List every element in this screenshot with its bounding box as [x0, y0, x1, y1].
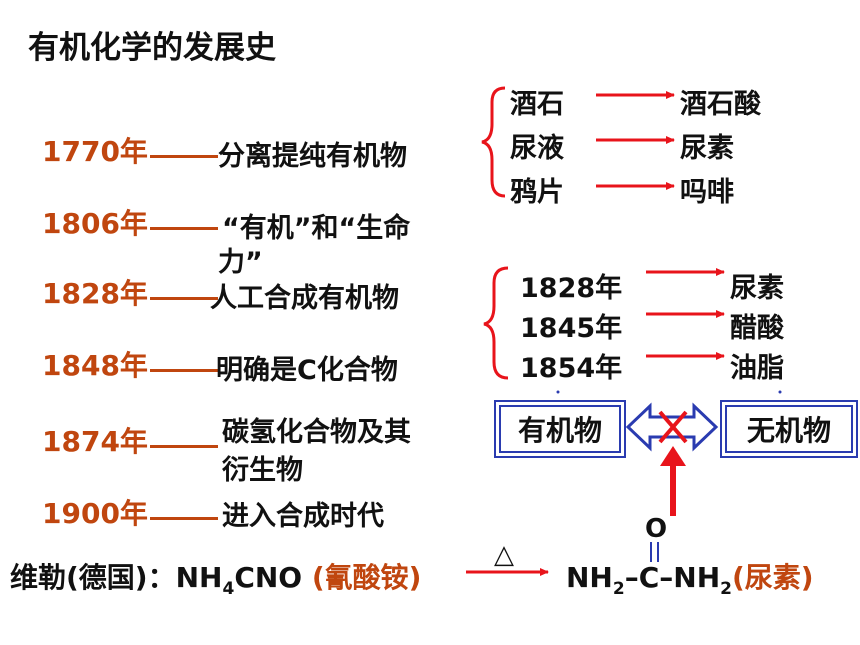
reactant-formula: NH4CNO	[175, 561, 303, 599]
timeline-row-1848: 1848年	[42, 344, 218, 384]
timeline-event: 进入合成时代	[222, 501, 384, 532]
vertical-arrowhead	[660, 446, 686, 466]
synthesis-product: 尿素	[730, 273, 784, 304]
timeline-event: 明确是C化合物	[216, 355, 398, 386]
product-name: (尿素)	[731, 561, 814, 594]
synthesis-year: 1845年	[520, 313, 623, 344]
timeline-row-1900: 1900年	[42, 492, 218, 532]
organic-box: 有机物	[494, 400, 626, 458]
synthesis-product: 醋酸	[730, 313, 784, 344]
tick-mark	[556, 390, 560, 394]
separation-source: 尿液	[510, 133, 564, 164]
timeline-row-1828: 1828年	[42, 272, 218, 312]
tick-mark	[778, 390, 782, 394]
reaction-equation: 维勒(德国)：NH4CNO (氰酸铵)	[10, 556, 422, 599]
chemist-label: 维勒(德国)：	[10, 561, 176, 594]
synthesis-product: 油脂	[730, 353, 784, 384]
cross-mark	[658, 410, 688, 444]
inorganic-box: 无机物	[720, 400, 858, 458]
timeline-event: 人工合成有机物	[210, 283, 399, 314]
synthesis-brace	[483, 266, 509, 380]
separation-source: 酒石	[510, 89, 564, 120]
separation-product: 酒石酸	[680, 89, 761, 120]
product-formula: NH2–C–NH2(尿素)	[566, 561, 814, 599]
timeline-dash	[149, 297, 218, 300]
separation-brace	[481, 86, 506, 198]
timeline-event-line2: 力”	[218, 247, 263, 278]
timeline-row-1874: 1874年	[42, 420, 218, 460]
separation-product: 吗啡	[680, 177, 734, 208]
separation-source: 鸦片	[510, 177, 564, 208]
product-oxygen: O	[645, 514, 668, 544]
timeline-event-line2: 衍生物	[222, 455, 303, 486]
timeline-dash	[149, 445, 218, 448]
timeline-year: 1900年	[42, 497, 148, 530]
organic-label: 有机物	[517, 414, 602, 447]
timeline-year: 1874年	[42, 425, 148, 458]
synthesis-year: 1828年	[520, 273, 623, 304]
timeline-dash	[149, 227, 218, 230]
timeline-year: 1806年	[42, 207, 148, 240]
timeline-year: 1770年	[42, 135, 148, 168]
separation-product: 尿素	[680, 133, 734, 164]
synthesis-year: 1854年	[520, 353, 623, 384]
timeline-event-line1: 碳氢化合物及其	[222, 417, 411, 448]
timeline-row-1770: 1770年	[42, 130, 218, 170]
inorganic-label: 无机物	[746, 414, 831, 447]
timeline-event: 分离提纯有机物	[218, 141, 407, 172]
timeline-dash	[149, 369, 218, 372]
timeline-dash	[149, 155, 218, 158]
timeline-event-line1: “有机”和“生命	[222, 213, 411, 244]
timeline-year: 1848年	[42, 349, 148, 382]
timeline-year: 1828年	[42, 277, 148, 310]
timeline-dash	[149, 517, 218, 520]
reactant-name: (氰酸铵)	[311, 561, 422, 594]
timeline-row-1806: 1806年	[42, 202, 218, 242]
heat-condition: △	[494, 540, 514, 570]
page-title: 有机化学的发展史	[28, 30, 276, 66]
